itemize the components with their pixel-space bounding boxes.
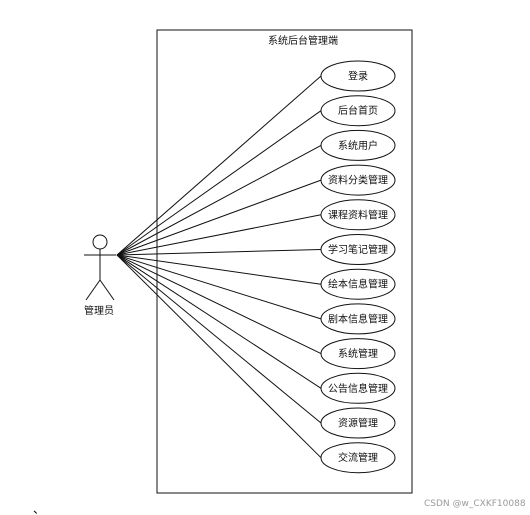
use-case-label: 系统用户 xyxy=(338,139,378,152)
actor-head xyxy=(92,234,108,250)
use-case-label: 剧本信息管理 xyxy=(328,312,388,325)
use-case-ellipse xyxy=(320,234,396,265)
association-line xyxy=(116,179,322,256)
association-line xyxy=(116,249,322,256)
association-line xyxy=(116,214,322,256)
use-case-ellipse xyxy=(320,268,396,300)
association-line xyxy=(116,254,322,285)
association-line xyxy=(116,144,322,256)
association-line xyxy=(116,254,322,459)
actor-label: 管理员 xyxy=(84,304,114,317)
system-title: 系统后台管理端 xyxy=(268,34,338,47)
use-case-ellipse xyxy=(320,338,396,370)
use-case-label: 绘本信息管理 xyxy=(328,278,388,291)
use-case-ellipse xyxy=(320,372,396,404)
use-case-label: 登录 xyxy=(348,70,368,83)
use-case-label: 交流管理 xyxy=(338,451,378,464)
use-case-ellipse xyxy=(320,60,396,92)
association-lines xyxy=(116,75,322,459)
use-case-ellipse xyxy=(320,129,396,161)
association-line xyxy=(116,75,322,256)
use-case-ellipse xyxy=(320,95,396,127)
use-case-ellipse xyxy=(320,199,396,231)
association-line xyxy=(116,110,322,256)
use-case-ellipse xyxy=(320,407,396,439)
system-boundary xyxy=(156,29,413,494)
actor-right-leg xyxy=(99,279,115,301)
use-case-ellipse xyxy=(320,164,396,196)
use-case-label: 公告信息管理 xyxy=(328,382,388,395)
stray-mark: 、 xyxy=(33,502,45,515)
association-line xyxy=(116,254,322,355)
actor-figure xyxy=(84,234,116,301)
association-line xyxy=(116,254,322,320)
association-line xyxy=(116,254,322,424)
use-case-ellipse xyxy=(320,442,396,474)
use-case-label: 后台首页 xyxy=(338,104,378,117)
use-case-label: 资源管理 xyxy=(338,417,378,430)
use-case-label: 学习笔记管理 xyxy=(328,243,388,256)
use-case-ellipse xyxy=(320,303,396,335)
csdn-watermark: CSDN @w_CXKF10088 xyxy=(424,499,526,509)
use-case-label: 课程资料管理 xyxy=(328,208,388,221)
actor-left-leg xyxy=(85,279,101,301)
use-case-label: 资料分类管理 xyxy=(328,174,388,187)
association-line xyxy=(116,254,322,389)
use-case-label: 系统管理 xyxy=(338,347,378,360)
use-case-group: 登录后台首页系统用户资料分类管理课程资料管理学习笔记管理绘本信息管理剧本信息管理… xyxy=(320,60,396,474)
